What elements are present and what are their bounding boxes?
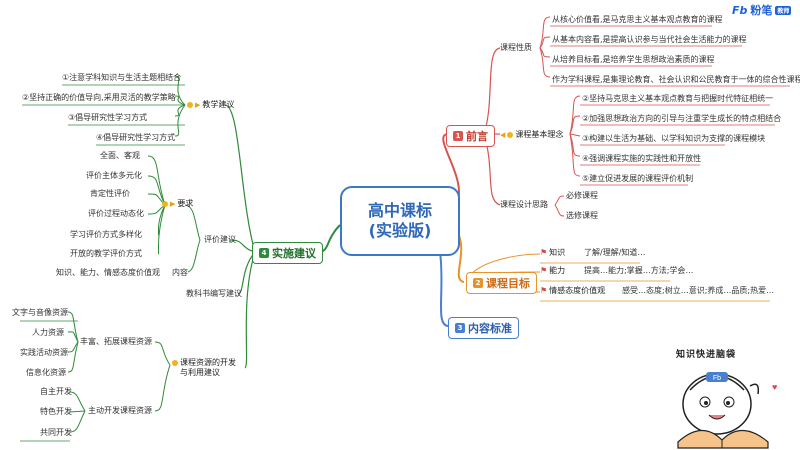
- leaf-node[interactable]: 学习评价方式多样化: [70, 230, 142, 239]
- node-requirement[interactable]: ▶ 要求: [162, 199, 193, 209]
- leaf-node[interactable]: ②坚持马克思主义基本观点教育与把握时代特征相统一: [582, 94, 774, 103]
- node-basic-ideas[interactable]: ◀ 课程基本理念: [500, 130, 563, 140]
- priority-dot-icon: [507, 132, 514, 138]
- leaf-node[interactable]: ④倡导研究性学习方式: [96, 133, 176, 142]
- node-textbook-advice[interactable]: 教科书编写建议: [186, 289, 242, 298]
- svg-text:♥: ♥: [772, 382, 777, 392]
- leaf-node[interactable]: 评价主体多元化: [86, 171, 142, 180]
- branch-goals[interactable]: 2 课程目标: [466, 272, 537, 294]
- node-teaching-advice[interactable]: ▶ 教学建议: [187, 100, 234, 110]
- logo-mark: Fb: [732, 3, 748, 17]
- svg-text:Fb: Fb: [713, 375, 721, 382]
- leaf-node[interactable]: 文字与音像资源: [12, 308, 68, 317]
- priority-dot-icon: [162, 201, 168, 207]
- leaf-node[interactable]: ①注意学科知识与生活主题相结合: [62, 73, 182, 82]
- branch-label: 内容标准: [468, 322, 512, 335]
- node-enrich-resources[interactable]: 丰富、拓展课程资源: [80, 337, 152, 346]
- branch-label: 前言: [466, 130, 488, 143]
- flag-icon: ⚑: [540, 248, 548, 257]
- leaf-node[interactable]: 信息化资源: [26, 368, 66, 377]
- leaf-node[interactable]: ③构建以生活为基础、以学科知识为支撑的课程模块: [582, 134, 766, 143]
- leaf-node[interactable]: 自主开发: [40, 387, 72, 396]
- central-subtitle: (实验版): [368, 221, 432, 240]
- brand-logo: Fb 粉笔 教师: [732, 2, 792, 18]
- leaf-node[interactable]: ⑤建立促进发展的课程评价机制: [582, 174, 694, 183]
- leaf-node[interactable]: 从培养目标看,是培养学生思想政治素质的课程: [552, 55, 715, 64]
- leaf-node[interactable]: 从基本内容看,是提高认识参与当代社会生活能力的课程: [552, 35, 747, 44]
- leaf-node[interactable]: ④强调课程实施的实践性和开放性: [582, 154, 702, 163]
- leaf-node[interactable]: ③倡导研究性学习方式: [68, 113, 148, 122]
- leaf-node[interactable]: ②坚持正确的价值导向,采用灵活的教学策略: [22, 93, 176, 102]
- goal-label: 情感态度价值观: [549, 286, 606, 295]
- leaf-node[interactable]: 评价过程动态化: [88, 209, 144, 218]
- node-assessment-advice[interactable]: 评价建议: [204, 235, 236, 244]
- flag-icon: ⚑: [540, 266, 548, 275]
- goal-ability[interactable]: ⚑ 能力: [540, 266, 565, 276]
- goal-label: 知识: [549, 248, 566, 257]
- mascot-illustration: Fb ♥: [677, 372, 777, 449]
- leaf-node[interactable]: 开放的教学评价方式: [70, 249, 142, 258]
- triangle-icon: ▶: [195, 101, 201, 109]
- priority-dot-icon: [187, 102, 193, 108]
- branch-practice[interactable]: 4 实施建议: [252, 242, 323, 264]
- branch-number-badge: 3: [455, 323, 465, 333]
- logo-name: 粉笔: [750, 4, 773, 17]
- node-label: 要求: [177, 199, 194, 208]
- leaf-node[interactable]: 必修课程: [566, 191, 598, 200]
- leaf-node[interactable]: 实践活动资源: [20, 348, 68, 357]
- triangle-icon: ◀: [500, 131, 506, 139]
- flag-icon: ⚑: [540, 286, 548, 295]
- branch-number-badge: 2: [473, 278, 483, 288]
- leaf-node[interactable]: 特色开发: [40, 407, 72, 416]
- goal-desc: 了解/理解/知道…: [584, 248, 646, 257]
- branch-number-badge: 4: [259, 248, 269, 258]
- branch-preface[interactable]: 1 前言: [446, 125, 495, 147]
- goal-label: 能力: [549, 266, 566, 275]
- central-title: 高中课标: [367, 201, 432, 220]
- node-label: 课程资源的开发与利用建议: [180, 358, 236, 377]
- leaf-node[interactable]: 选修课程: [566, 211, 598, 220]
- goal-knowledge[interactable]: ⚑ 知识: [540, 248, 565, 258]
- node-resources-advice[interactable]: 课程资源的开发与利用建议: [172, 358, 244, 378]
- branch-content[interactable]: 3 内容标准: [448, 317, 519, 339]
- leaf-node[interactable]: 作为学科课程,是集理论教育、社会认识和公民教育于一体的综合性课程: [552, 75, 800, 84]
- leaf-node[interactable]: 知识、能力、情感态度价值观: [56, 268, 160, 277]
- node-active-resources[interactable]: 主动开发课程资源: [88, 406, 152, 415]
- priority-dot-icon: [172, 360, 178, 366]
- leaf-node[interactable]: ②加强思想政治方向的引导与注重学生成长的特点相结合: [582, 114, 782, 123]
- goal-attitude[interactable]: ⚑ 情感态度价值观: [540, 286, 605, 296]
- branch-label: 课程目标: [486, 277, 530, 290]
- triangle-icon: ▶: [170, 200, 176, 208]
- leaf-node[interactable]: 共同开发: [40, 428, 72, 437]
- goal-desc: 提高…能力;掌握…方法;学会…: [584, 266, 694, 275]
- node-label: 课程基本理念: [515, 130, 564, 139]
- central-topic[interactable]: 高中课标 (实验版): [340, 186, 460, 256]
- leaf-node[interactable]: 全面、客观: [100, 151, 140, 160]
- leaf-node[interactable]: 从核心价值看,是马克思主义基本观点教育的课程: [552, 15, 723, 24]
- leaf-node[interactable]: 肯定性评价: [90, 189, 130, 198]
- branch-number-badge: 1: [453, 131, 463, 141]
- node-content[interactable]: 内容: [172, 268, 188, 277]
- node-course-design[interactable]: 课程设计思路: [500, 200, 548, 209]
- branch-label: 实施建议: [272, 247, 316, 260]
- node-course-nature[interactable]: 课程性质: [500, 43, 532, 52]
- logo-badge: 教师: [775, 5, 792, 15]
- leaf-node[interactable]: 人力资源: [32, 328, 64, 337]
- node-label: 教学建议: [202, 100, 235, 109]
- mascot-caption: 知识快进脑袋: [676, 350, 737, 360]
- goal-desc: 感受…态度;树立…意识;养成…品质;热爱…: [622, 286, 775, 295]
